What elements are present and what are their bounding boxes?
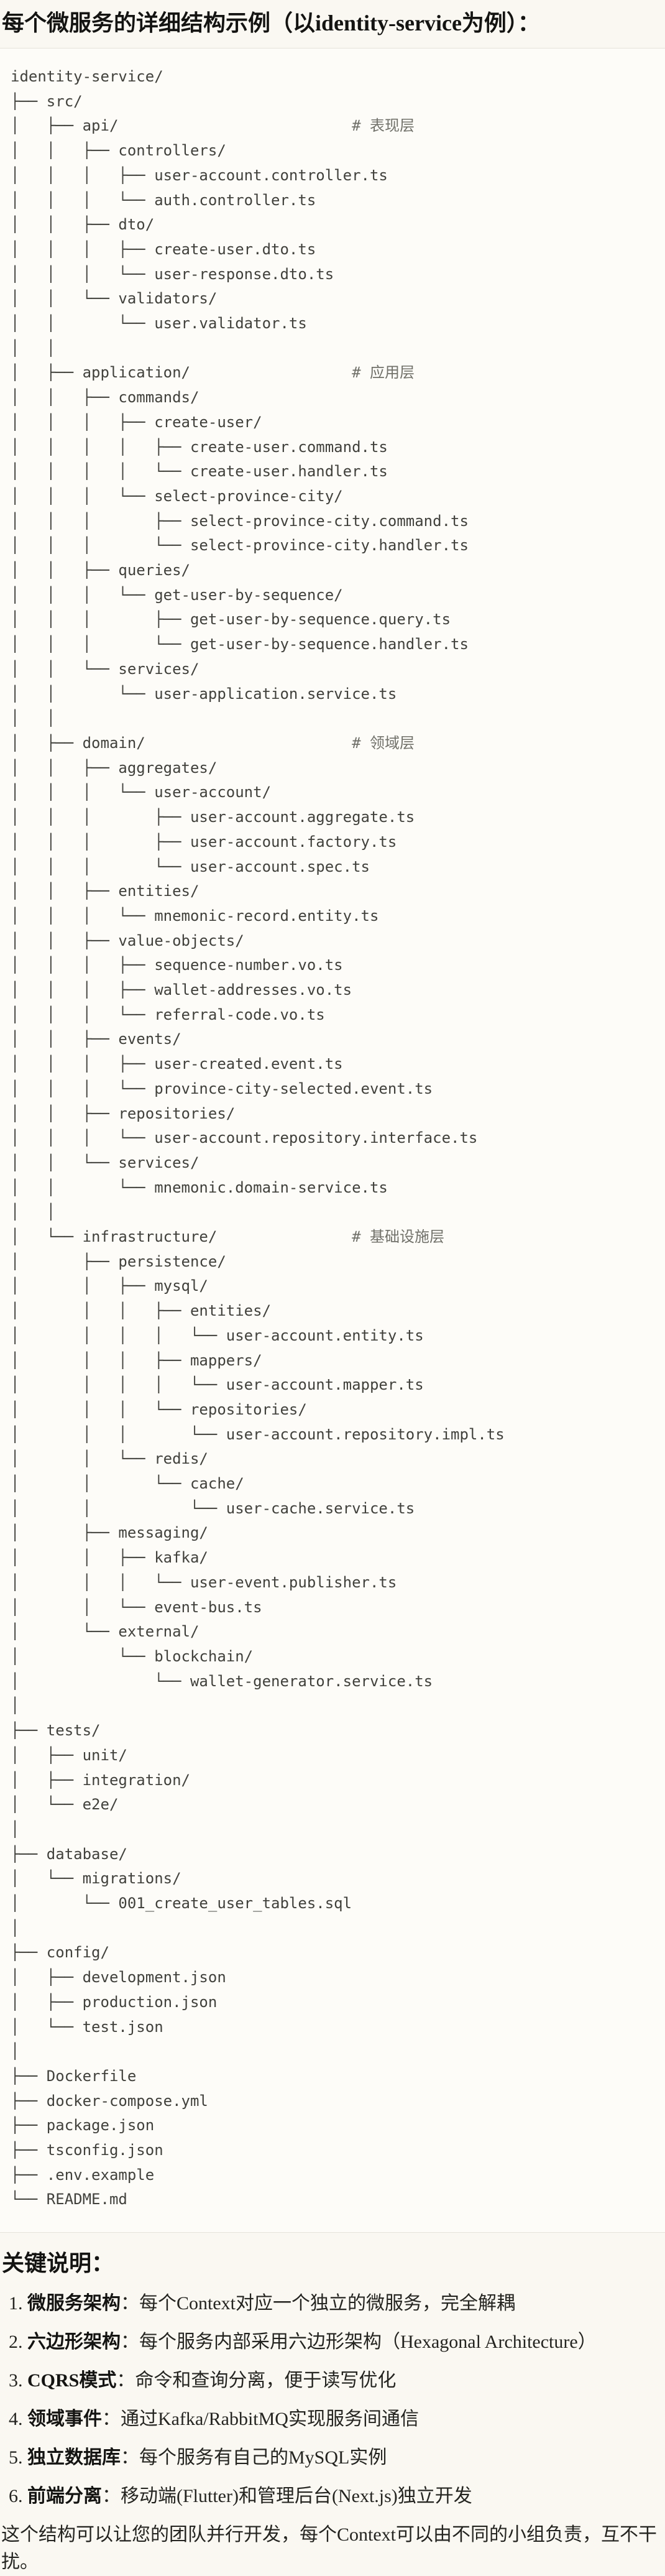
note-text: ：命令和查询分离，便于读写优化 (116, 2370, 397, 2391)
note-term: 领域事件 (27, 2409, 102, 2430)
page-title: 每个微服务的详细结构示例（以identity-service为例）： (2, 11, 540, 35)
note-term: 六边形架构 (27, 2332, 121, 2353)
notes-list: 1. 微服务架构：每个Context对应一个独立的微服务，完全解耦 2. 六边形… (0, 2290, 665, 2510)
note-text: ：每个Context对应一个独立的微服务，完全解耦 (121, 2293, 515, 2314)
note-term: CQRS模式 (27, 2370, 117, 2391)
note-text: ：移动端(Flutter)和管理后台(Next.js)独立开发 (102, 2486, 472, 2507)
note-text: ：通过Kafka/RabbitMQ实现服务间通信 (102, 2409, 419, 2430)
note-item: 2. 六边形架构：每个服务内部采用六边形架构（Hexagonal Archite… (9, 2329, 665, 2356)
tree-comment: # 基础设施层 (352, 1228, 444, 1246)
note-item: 5. 独立数据库：每个服务有自己的MySQL实例 (9, 2444, 665, 2472)
code-block: identity-service/ ├── src/ │ ├── api/ # … (0, 48, 665, 2233)
note-number: 1. (9, 2293, 27, 2314)
closing-paragraph: 这个结构可以让您的团队并行开发，每个Context可以由不同的小组负责，互不干扰… (1, 2524, 657, 2573)
note-term: 前端分离 (27, 2486, 102, 2507)
notes-heading: 关键说明： (2, 2251, 114, 2276)
note-text: ：每个服务内部采用六边形架构（Hexagonal Architecture） (121, 2332, 597, 2353)
note-number: 5. (9, 2447, 27, 2468)
note-number: 2. (9, 2332, 27, 2353)
note-number: 4. (9, 2409, 27, 2430)
note-number: 6. (9, 2486, 27, 2507)
note-text: ：每个服务有自己的MySQL实例 (121, 2447, 387, 2468)
note-item: 6. 前端分离：移动端(Flutter)和管理后台(Next.js)独立开发 (9, 2483, 665, 2510)
tree-comment: # 应用层 (352, 364, 415, 382)
note-term: 独立数据库 (27, 2447, 121, 2468)
note-number: 3. (9, 2370, 27, 2391)
note-item: 3. CQRS模式：命令和查询分离，便于读写优化 (9, 2367, 665, 2394)
note-item: 4. 领域事件：通过Kafka/RabbitMQ实现服务间通信 (9, 2406, 665, 2433)
directory-tree: identity-service/ ├── src/ │ ├── api/ # … (11, 68, 505, 2209)
tree-comment: # 领域层 (352, 734, 415, 752)
note-item: 1. 微服务架构：每个Context对应一个独立的微服务，完全解耦 (9, 2290, 665, 2317)
note-term: 微服务架构 (27, 2293, 121, 2314)
tree-comment: # 表现层 (352, 117, 415, 135)
